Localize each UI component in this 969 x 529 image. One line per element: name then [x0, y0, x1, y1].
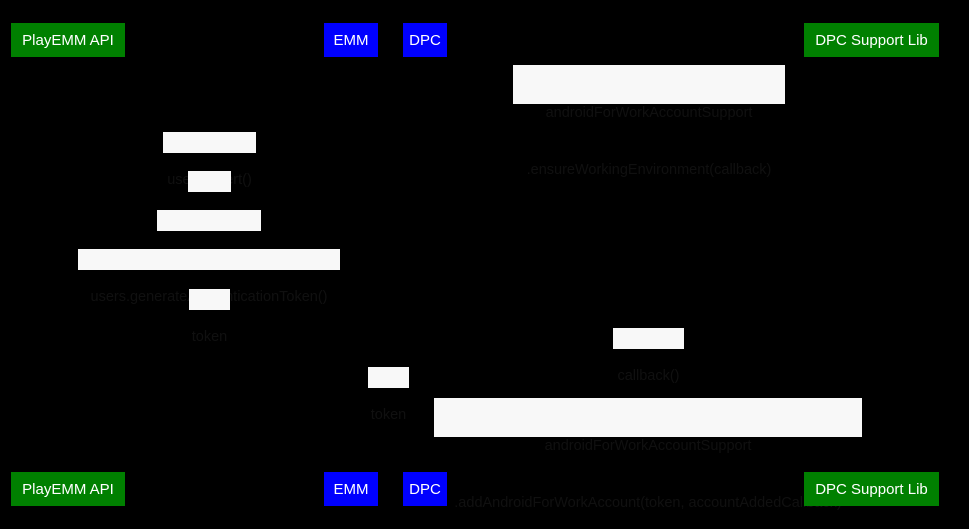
- participant-dpc-support-lib-bottom[interactable]: DPC Support Lib: [804, 472, 939, 506]
- message-label-generate-authentication-token: users.generateAuthenticationToken(): [78, 249, 340, 305]
- message-label-add-android-for-work-account: androidForWorkAccountSupport .addAndroid…: [434, 398, 862, 511]
- participant-playemm-api-top[interactable]: PlayEMM API: [11, 23, 125, 57]
- message-line: .ensureWorkingEnvironment(callback): [526, 162, 772, 178]
- message-label-callback: callback(): [613, 328, 684, 384]
- message-label-token-to-dpc: token: [368, 367, 409, 423]
- message-label-ensure-working-environment: androidForWorkAccountSupport .ensureWork…: [513, 65, 785, 178]
- message-line: callback(): [617, 368, 680, 384]
- participant-playemm-api-bottom[interactable]: PlayEMM API: [11, 472, 125, 506]
- message-label-token-to-emm: token: [189, 289, 230, 345]
- participant-dpc-bottom[interactable]: DPC: [403, 472, 447, 506]
- message-line: androidForWorkAccountSupport: [544, 438, 752, 454]
- participant-label: DPC Support Lib: [815, 31, 928, 49]
- message-label-users-update: users.update(): [157, 210, 261, 266]
- participant-emm-bottom[interactable]: EMM: [324, 472, 378, 506]
- message-line: .addAndroidForWorkAccount(token, account…: [454, 495, 842, 511]
- participant-label: PlayEMM API: [22, 31, 114, 49]
- participant-dpc-support-lib-top[interactable]: DPC Support Lib: [804, 23, 939, 57]
- message-line: androidForWorkAccountSupport: [545, 105, 753, 121]
- participant-dpc-top[interactable]: DPC: [403, 23, 447, 57]
- participant-label: EMM: [333, 480, 369, 498]
- participant-emm-top[interactable]: EMM: [324, 23, 378, 57]
- message-line: token: [370, 407, 407, 423]
- message-line: token: [191, 329, 228, 345]
- participant-label: DPC: [409, 480, 441, 498]
- message-label-userid: userID: [188, 171, 233, 227]
- participant-label: EMM: [333, 31, 369, 49]
- message-label-users-insert: users.insert(): [163, 132, 256, 188]
- participant-label: DPC: [409, 31, 441, 49]
- participant-label: PlayEMM API: [22, 480, 114, 498]
- participant-label: DPC Support Lib: [815, 480, 928, 498]
